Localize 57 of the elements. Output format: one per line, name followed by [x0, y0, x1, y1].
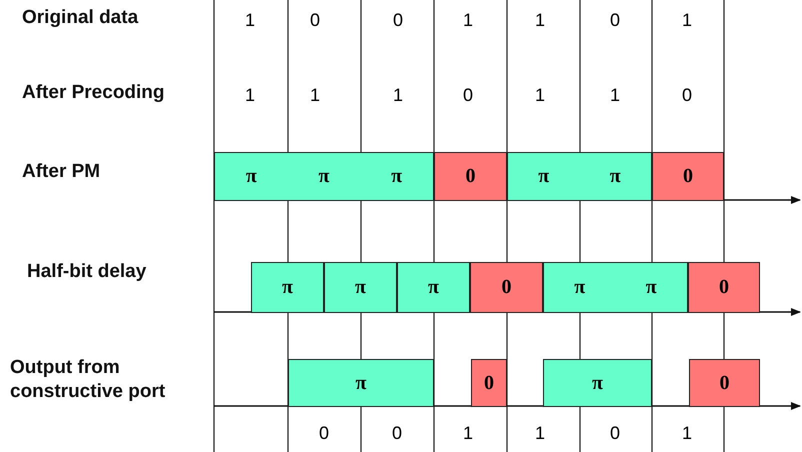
bit-value: 0 — [608, 422, 621, 444]
phase-segment — [251, 262, 324, 313]
phase-value: π — [610, 165, 621, 188]
bit-value: 0 — [390, 422, 403, 444]
phase-value: 0 — [466, 165, 476, 188]
bit-value: 0 — [462, 84, 474, 106]
phase-value: π — [646, 276, 657, 299]
bit-value: 1 — [534, 9, 546, 31]
phase-value: π — [391, 165, 402, 188]
phase-value: π — [574, 276, 586, 299]
bit-value: 0 — [680, 84, 693, 106]
bit-value: 0 — [392, 9, 404, 31]
phase-value: 0 — [484, 372, 494, 394]
phase-value: π — [428, 276, 439, 299]
phase-segment — [288, 359, 434, 407]
phase-value: 0 — [502, 276, 512, 299]
bit-value: 1 — [244, 84, 256, 106]
phase-segment — [324, 262, 397, 313]
bit-value: 1 — [462, 9, 474, 31]
phase-segment — [471, 359, 507, 407]
phase-segment — [688, 262, 760, 313]
bit-value: 1 — [680, 9, 693, 31]
bit-value: 1 — [534, 422, 546, 444]
phase-segment — [507, 152, 652, 201]
bit-value: 1 — [244, 9, 256, 31]
phase-value: π — [246, 165, 257, 188]
phase-segment — [397, 262, 470, 313]
phase-value: π — [318, 165, 330, 188]
row-label: After Precoding — [22, 81, 166, 105]
bit-value: 1 — [608, 84, 621, 106]
phase-segment — [434, 152, 507, 201]
bit-value: 0 — [308, 9, 321, 31]
bit-value: 0 — [318, 422, 330, 444]
phase-value: 0 — [683, 165, 693, 188]
phase-value: 0 — [720, 372, 730, 394]
bit-value: 1 — [308, 84, 321, 106]
phase-value: π — [355, 276, 366, 299]
bit-value: 1 — [392, 84, 404, 106]
phase-value: π — [538, 165, 550, 188]
phase-segment — [470, 262, 543, 313]
row-label: Output from constructive port — [10, 356, 166, 404]
phase-segment — [652, 152, 724, 201]
phase-value: π — [282, 276, 293, 299]
row-label: After PM — [22, 160, 102, 184]
phase-segment — [543, 359, 652, 407]
bit-value: 1 — [462, 422, 474, 444]
phase-segment — [689, 359, 760, 407]
phase-value: 0 — [719, 276, 729, 299]
bit-value: 0 — [608, 9, 621, 31]
row-label: Original data — [22, 6, 140, 30]
phase-segment — [543, 262, 688, 313]
phase-segment — [214, 152, 434, 201]
bit-value: 1 — [680, 422, 693, 444]
phase-value: π — [356, 372, 366, 394]
bit-value: 1 — [534, 84, 546, 106]
row-label: Half-bit delay — [27, 260, 148, 284]
phase-value: π — [592, 372, 603, 394]
